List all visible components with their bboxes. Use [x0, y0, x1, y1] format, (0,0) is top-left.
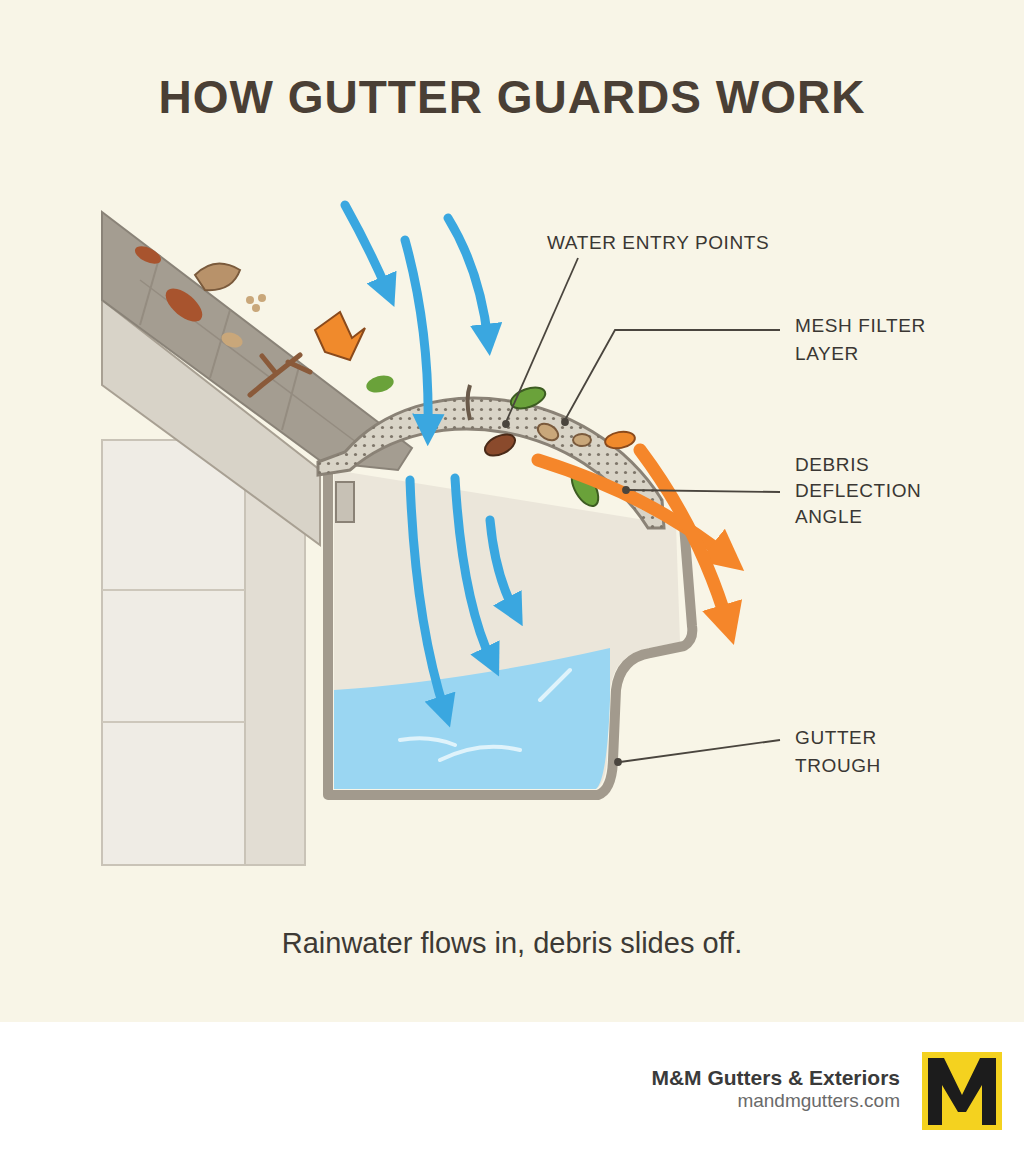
background [0, 0, 1024, 1022]
part-label: MESH FILTER LAYER [795, 312, 955, 368]
diagram-caption: Rainwater flows in, debris slides off. [0, 925, 1024, 961]
part-label: WATER ENTRY POINTS [547, 229, 847, 257]
leader-lines [503, 258, 780, 765]
footer-band [0, 1022, 1024, 1154]
part-label: GUTTER TROUGH [795, 724, 935, 780]
debris-arrows [538, 450, 728, 625]
water-arrows [345, 205, 515, 712]
company-name: M&M Gutters & Exteriors [500, 1064, 900, 1092]
gutter-trough [328, 468, 692, 795]
part-label: DEBRIS DEFLECTION ANGLE [795, 452, 955, 530]
mesh-guard [318, 383, 664, 528]
company-website: mandmgutters.com [500, 1089, 900, 1113]
company-logo [922, 1052, 1002, 1130]
diagram-title: HOW GUTTER GUARDS WORK [0, 69, 1024, 125]
